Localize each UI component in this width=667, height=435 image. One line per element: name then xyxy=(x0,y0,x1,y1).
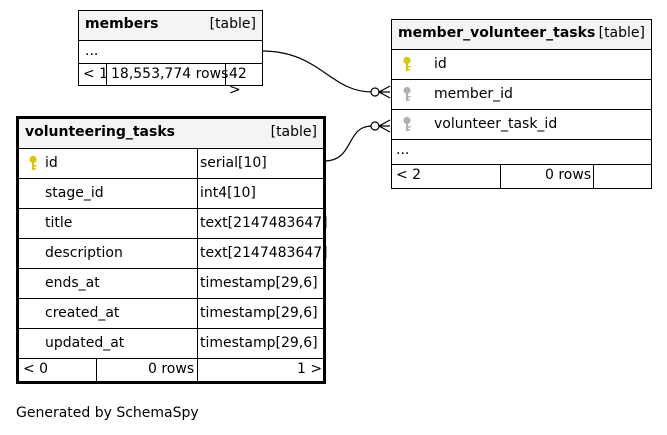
column-name: updated_at xyxy=(45,335,125,351)
parents-count: < 0 xyxy=(23,361,49,377)
ellipsis: ... xyxy=(85,43,99,59)
foreign-key-icon xyxy=(403,86,411,101)
row-count: 18,553,774 rows xyxy=(111,66,229,82)
column-name: volunteer_task_id xyxy=(434,116,558,132)
parents-count: < 1 xyxy=(83,66,109,82)
column-name: member_id xyxy=(434,86,513,102)
ellipsis: ... xyxy=(396,142,410,158)
column-type: timestamp[29,6] xyxy=(200,275,318,291)
crowfoot-volunteer-task-id xyxy=(378,119,391,133)
row-count: 0 rows xyxy=(545,167,592,183)
column-row-id: id xyxy=(392,50,651,80)
column-name: title xyxy=(45,215,73,231)
primary-key-icon xyxy=(29,155,37,170)
members-ellipsis-row: ... xyxy=(79,41,262,64)
column-name: description xyxy=(45,245,123,261)
column-name: id xyxy=(434,56,447,72)
crowfoot-member-id xyxy=(378,85,391,99)
column-type: timestamp[29,6] xyxy=(200,335,318,351)
column-type: timestamp[29,6] xyxy=(200,305,318,321)
member-volunteer-tasks-footer: < 2 0 rows xyxy=(392,165,651,188)
members-table-header: members [table] xyxy=(79,11,262,41)
column-type: serial[10] xyxy=(200,155,267,171)
column-name: stage_id xyxy=(45,185,104,201)
member-volunteer-tasks-table[interactable]: member_volunteer_tasks [table] id member… xyxy=(391,19,652,189)
column-name: created_at xyxy=(45,305,120,321)
table-name: volunteering_tasks xyxy=(25,124,175,140)
column-row-ends-at: ends_at timestamp[29,6] xyxy=(19,269,323,299)
column-name: id xyxy=(45,155,58,171)
table-kind: [table] xyxy=(270,124,317,140)
column-row-volunteer-task-id: volunteer_task_id xyxy=(392,110,651,140)
table-kind: [table] xyxy=(209,16,256,32)
children-count: 1 > xyxy=(297,361,323,377)
member-volunteer-tasks-ellipsis-row: ... xyxy=(392,140,651,165)
column-row-created-at: created_at timestamp[29,6] xyxy=(19,299,323,329)
column-row-title: title text[2147483647] xyxy=(19,209,328,239)
volunteering-tasks-to-member-volunteer-tasks-line xyxy=(323,125,373,162)
generated-by-credit: Generated by SchemaSpy xyxy=(16,405,199,421)
members-footer: < 1 18,553,774 rows 42 > xyxy=(79,64,262,98)
table-name: members xyxy=(85,16,159,32)
column-row-description: description text[2147483647] xyxy=(19,239,328,269)
column-name: ends_at xyxy=(45,275,100,291)
foreign-key-icon xyxy=(403,116,411,131)
column-row-id: id serial[10] xyxy=(19,149,323,179)
column-row-updated-at: updated_at timestamp[29,6] xyxy=(19,329,323,359)
volunteering-tasks-table[interactable]: volunteering_tasks [table] id serial[10]… xyxy=(16,116,328,384)
column-type: int4[10] xyxy=(200,185,256,201)
table-name: member_volunteer_tasks xyxy=(398,25,596,41)
members-to-member-volunteer-tasks-line xyxy=(261,50,373,93)
children-count: 42 > xyxy=(229,66,247,98)
row-count: 0 rows xyxy=(148,361,195,377)
column-row-member-id: member_id xyxy=(392,80,651,110)
parents-count: < 2 xyxy=(396,167,422,183)
member-volunteer-tasks-header: member_volunteer_tasks [table] xyxy=(392,20,651,50)
primary-key-icon xyxy=(403,56,411,71)
zero-or-many-circle-member-id xyxy=(370,87,380,97)
volunteering-tasks-header: volunteering_tasks [table] xyxy=(19,119,323,149)
zero-or-many-circle-volunteer-task-id xyxy=(370,121,380,131)
members-table[interactable]: members [table] ... < 1 18,553,774 rows … xyxy=(78,10,263,98)
column-type: text[2147483647] xyxy=(200,245,328,261)
column-type: text[2147483647] xyxy=(200,215,328,231)
table-kind: [table] xyxy=(598,25,645,41)
column-row-stage-id: stage_id int4[10] xyxy=(19,179,323,209)
volunteering-tasks-footer: < 0 0 rows 1 > xyxy=(19,359,323,381)
